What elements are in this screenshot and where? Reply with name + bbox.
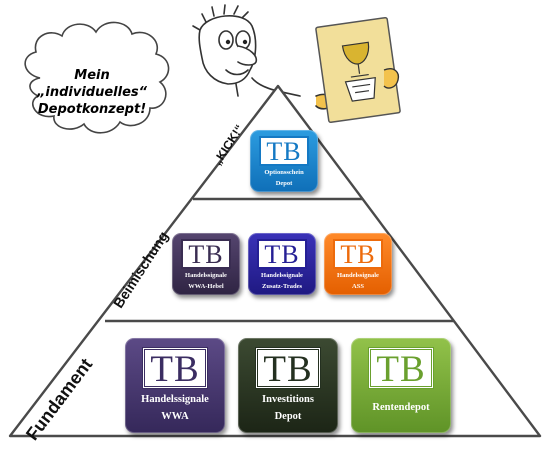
tb-logo: TB [259, 136, 309, 166]
tile-caption-line-2: WWA-Hebel [188, 283, 224, 290]
tile-caption-line-1: Optionsschein [264, 169, 304, 176]
tile-caption-line-1: Handelssignale [337, 272, 379, 279]
cloud-line-3: Depotkonzept! [37, 102, 147, 117]
trophy-picture-card [315, 16, 401, 124]
tile-handelssignale-wwa-hebel[interactable]: TB Handelssignale WWA-Hebel [172, 233, 240, 295]
tile-caption-line-2: WWA [161, 411, 189, 422]
tile-rentendepot[interactable]: TB Rentendepot [351, 338, 451, 433]
tile-caption-line-2: ASS [352, 283, 364, 290]
tile-caption-line-1: Rentendepot [372, 402, 430, 413]
tile-investitions-depot[interactable]: TB Investitions Depot [238, 338, 338, 433]
tb-logo: TB [257, 239, 307, 269]
tile-caption-line-1: Handelssignale [185, 272, 227, 279]
tb-logo: TB [368, 347, 434, 390]
tile-caption-line-2: Zusatz-Trades [262, 283, 302, 290]
tb-logo: TB [181, 239, 231, 269]
tb-logo: TB [255, 347, 321, 390]
cloud-line-2: „individuelles“ [37, 85, 147, 100]
tile-optionsschein-depot[interactable]: TB Optionsschein Depot [250, 130, 318, 192]
tile-caption-line-2: Depot [275, 180, 293, 187]
tile-caption-line-2: Depot [274, 411, 302, 422]
tile-caption-line-1: Handelssignale [141, 394, 209, 405]
thought-cloud [24, 21, 170, 134]
cloud-line-1: Mein [74, 68, 110, 83]
tile-caption-line-1: Investitions [262, 394, 314, 405]
tile-handelssignale-wwa[interactable]: TB Handelssignale WWA [125, 338, 225, 433]
tile-handelssignale-zusatz-trades[interactable]: TB Handelssignale Zusatz-Trades [248, 233, 316, 295]
tile-handelssignale-ass[interactable]: TB Handelssignale ASS [324, 233, 392, 295]
tile-caption-line-1: Handelssignale [261, 272, 303, 279]
cloud-text: Mein „individuelles“ Depotkonzept! [37, 67, 147, 118]
tb-logo: TB [142, 347, 208, 390]
character-illustration [192, 4, 334, 110]
tb-logo: TB [333, 239, 383, 269]
